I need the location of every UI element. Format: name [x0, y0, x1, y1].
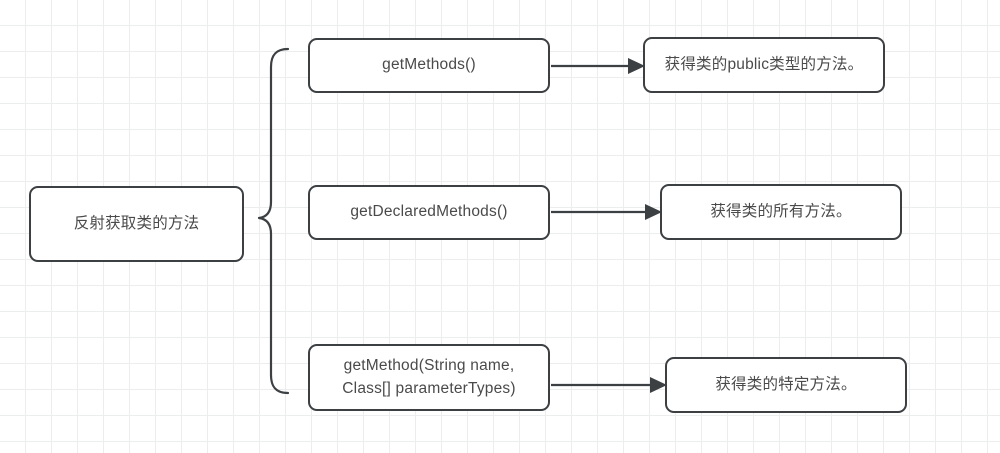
node-description-specific-method[interactable]: 获得类的特定方法。: [665, 357, 907, 413]
arrow-branch-2: [551, 204, 662, 220]
node-method-get-methods[interactable]: getMethods(): [308, 38, 550, 93]
node-description-public-methods[interactable]: 获得类的public类型的方法。: [643, 37, 885, 93]
node-method-get-declared-methods[interactable]: getDeclaredMethods(): [308, 185, 550, 240]
node-method-get-method[interactable]: getMethod(String name, Class[] parameter…: [308, 344, 550, 411]
node-description-all-methods[interactable]: 获得类的所有方法。: [660, 184, 902, 240]
node-root[interactable]: 反射获取类的方法: [29, 186, 244, 262]
curly-brace-icon: [257, 47, 290, 395]
arrow-branch-3: [551, 377, 667, 393]
arrow-branch-1: [551, 58, 645, 74]
